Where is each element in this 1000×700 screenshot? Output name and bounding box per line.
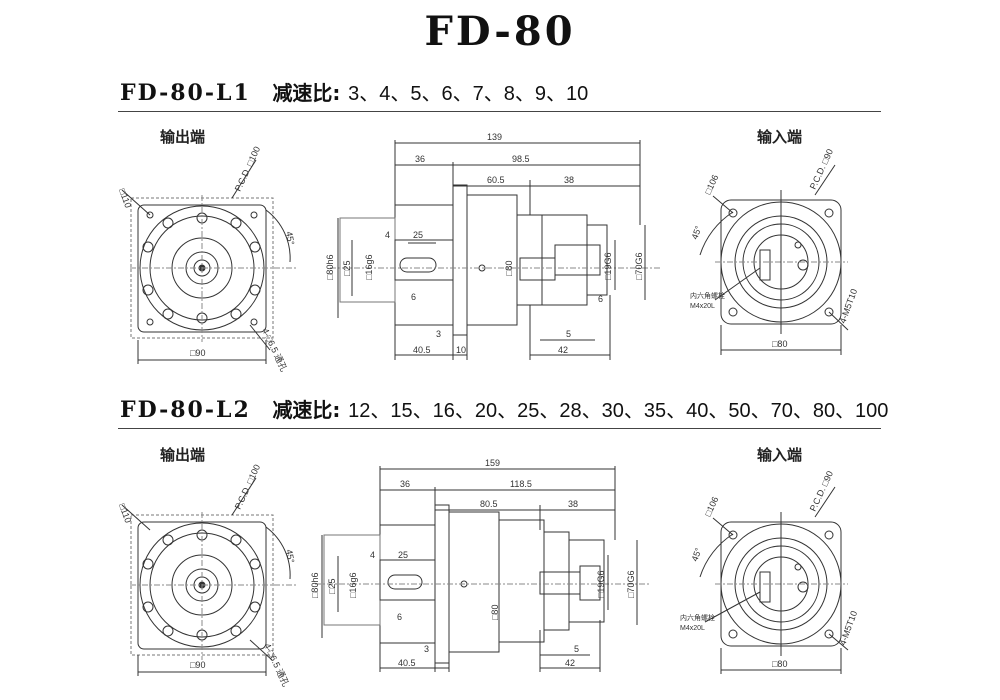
dim-key-h: 6 <box>411 292 416 302</box>
dim-input-diag: □106 <box>703 173 721 196</box>
dim-pcd: P.C.D. □100 <box>233 463 262 511</box>
dim-d1: 36 <box>415 154 425 164</box>
dim-b5: 42 <box>558 345 568 355</box>
dim-in-dia: □19G6 <box>603 253 613 280</box>
dim-key-l: 25 <box>398 550 408 560</box>
dim-b3: 10 <box>456 345 466 355</box>
dim-overall: 139 <box>487 132 502 142</box>
output-front-view-l2 <box>121 477 296 676</box>
ratio-values: 12、15、16、20、25、28、30、35、40、50、70、80、100 <box>348 400 889 422</box>
dim-input-square: □80 <box>772 659 787 669</box>
dim-square: □90 <box>190 348 205 358</box>
dim-b4: 5 <box>566 329 571 339</box>
dim-input-diag: □106 <box>703 495 721 518</box>
input-front-view-l1 <box>699 164 849 355</box>
output-front-view-l1 <box>121 159 296 364</box>
ratio-label: 减速比: <box>272 81 341 105</box>
note-bolt-size: M4x20L <box>680 625 705 632</box>
dim-d3: 80.5 <box>480 499 498 509</box>
dim-overall: 159 <box>485 458 500 468</box>
side-view-l1 <box>330 140 660 360</box>
dim-diag: □110 <box>117 502 133 524</box>
dim-shaft: □16g6 <box>348 573 358 598</box>
dim-key-w: 4 <box>385 230 390 240</box>
divider-line <box>118 428 881 429</box>
dimensions-l1: □90 □110 P.C.D. □100 45° 4-□6.5 通孔 139 3… <box>117 132 859 373</box>
dim-pilot: □80h6 <box>310 573 320 598</box>
dim-holes: 4-□6.5 通孔 <box>260 327 289 373</box>
dim-d4: 38 <box>568 499 578 509</box>
dim-b1: 3 <box>436 329 441 339</box>
dim-side-6: 6 <box>598 294 603 304</box>
dim-d2: 118.5 <box>510 479 532 489</box>
dim-input-square: □80 <box>772 339 787 349</box>
dim-in-dia: □19G6 <box>596 571 606 598</box>
dim-in-pilot: □70G6 <box>634 253 644 280</box>
model-name: FD-80-L2 <box>120 397 251 423</box>
dim-d3: 60.5 <box>487 175 505 185</box>
dim-outer: □25 <box>327 579 337 594</box>
dim-b5: 42 <box>565 658 575 668</box>
dim-input-angle: 45° <box>689 224 703 241</box>
note-bolt-size: M4x20L <box>690 303 715 310</box>
dim-b1: 3 <box>424 644 429 654</box>
input-view-label: 输入端 <box>757 128 803 146</box>
dim-angle: 45° <box>284 231 296 247</box>
dim-b4: 5 <box>574 644 579 654</box>
dim-flange: □80 <box>490 605 500 620</box>
dim-angle: 45° <box>284 549 296 565</box>
model-name: FD-80-L1 <box>120 80 251 106</box>
dim-input-pcd: P.C.D. □90 <box>808 469 835 512</box>
note-bolt: 内六角螺栓 <box>690 291 725 300</box>
side-view-l2 <box>315 466 650 672</box>
dim-key-h: 6 <box>397 612 402 622</box>
page-title: FD-80 <box>424 8 576 55</box>
dim-key-l: 25 <box>413 230 423 240</box>
output-view-label: 输出端 <box>160 128 206 146</box>
section-header-l1: FD-80-L1 减速比: 3、4、5、6、7、8、9、10 <box>120 77 588 106</box>
dim-in-pilot: □70G6 <box>626 571 636 598</box>
dim-square: □90 <box>190 660 205 670</box>
dim-b2: 40.5 <box>413 345 431 355</box>
dim-b2: 40.5 <box>398 658 416 668</box>
dim-input-angle: 45° <box>689 546 703 563</box>
input-view-label: 输入端 <box>757 446 803 464</box>
section-header-l2: FD-80-L2 减速比: 12、15、16、20、25、28、30、35、40… <box>120 394 888 423</box>
divider-line <box>118 111 881 112</box>
dimensions-l2: □90 □110 P.C.D. □100 45° 4-□6.5 通孔 159 3… <box>117 458 859 688</box>
ratio-label: 减速比: <box>272 398 341 422</box>
dim-input-pcd: P.C.D. □90 <box>808 147 835 190</box>
dim-key-w: 4 <box>370 550 375 560</box>
note-bolt: 内六角螺栓 <box>680 613 715 622</box>
dim-pilot: □80h6 <box>325 255 335 280</box>
input-front-view-l2 <box>699 486 849 674</box>
output-view-label: 输出端 <box>160 446 206 464</box>
ratio-values: 3、4、5、6、7、8、9、10 <box>348 83 589 105</box>
dim-pcd: P.C.D. □100 <box>233 145 262 193</box>
dim-shaft: □16g6 <box>364 255 374 280</box>
dim-flange: □80 <box>504 261 514 276</box>
dim-diag: □110 <box>117 187 133 209</box>
dim-d4: 38 <box>564 175 574 185</box>
dim-outer: □25 <box>342 261 352 276</box>
dim-d2: 98.5 <box>512 154 530 164</box>
dim-d1: 36 <box>400 479 410 489</box>
